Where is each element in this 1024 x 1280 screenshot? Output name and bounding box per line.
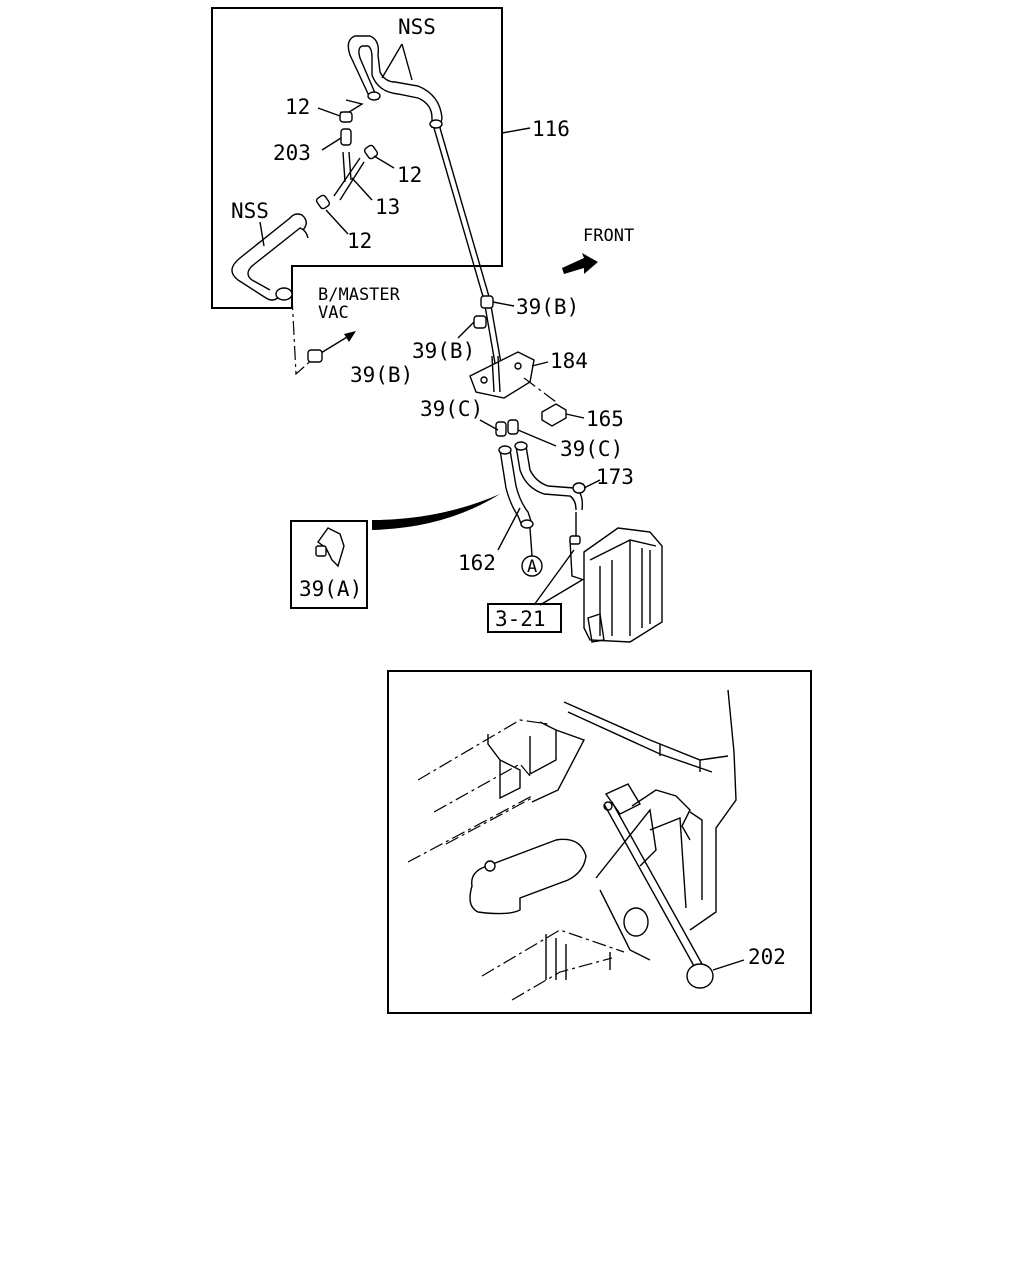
label-ref-3-21: 3-21 xyxy=(495,607,546,631)
clip-39b-group xyxy=(457,295,515,339)
label-part-184: 184 xyxy=(550,349,588,373)
b-master-vac-connection xyxy=(291,295,356,376)
floor-panel-detail-box xyxy=(387,670,812,1014)
hose-assembly-116-box xyxy=(211,7,531,309)
label-part-39c-left: 39(C) xyxy=(420,397,483,421)
label-part-39c-right: 39(C) xyxy=(560,437,623,461)
label-nss-top: NSS xyxy=(398,15,436,39)
detail-arrow xyxy=(372,494,500,530)
label-part-202: 202 xyxy=(748,945,786,969)
bracket-184 xyxy=(469,351,557,403)
hose-173 xyxy=(514,441,601,540)
label-part-39b-right: 39(B) xyxy=(516,295,579,319)
front-arrow xyxy=(562,253,598,274)
label-part-13: 13 xyxy=(375,195,400,219)
label-nss-left: NSS xyxy=(231,199,269,223)
nss-left-hose xyxy=(231,213,309,301)
label-vac: VAC xyxy=(318,303,349,323)
label-b-master: B/MASTER xyxy=(318,285,401,305)
label-part-162: 162 xyxy=(458,551,496,575)
vacuum-fittings xyxy=(315,99,395,235)
label-part-173: 173 xyxy=(596,465,634,489)
clip-39c-group xyxy=(479,419,557,447)
connector-a-marker xyxy=(521,555,543,577)
label-part-12-upper: 12 xyxy=(285,95,310,119)
nss-top-hose xyxy=(347,35,443,129)
label-part-12-right: 12 xyxy=(397,163,422,187)
reference-3-21-box xyxy=(487,603,562,633)
hose-162 xyxy=(497,445,534,557)
bolt-165 xyxy=(541,403,585,427)
label-part-116: 116 xyxy=(532,117,570,141)
label-part-165: 165 xyxy=(586,407,624,431)
label-part-39b-middle: 39(B) xyxy=(412,339,475,363)
label-part-39b-left: 39(B) xyxy=(350,363,413,387)
label-part-12-lower: 12 xyxy=(347,229,372,253)
canister-3-21 xyxy=(533,527,663,643)
clip-39a-detail-box xyxy=(290,520,368,609)
label-part-39a: 39(A) xyxy=(299,577,362,601)
label-front: FRONT xyxy=(583,226,634,246)
label-part-203: 203 xyxy=(273,141,311,165)
label-connector-a: A xyxy=(527,557,537,577)
